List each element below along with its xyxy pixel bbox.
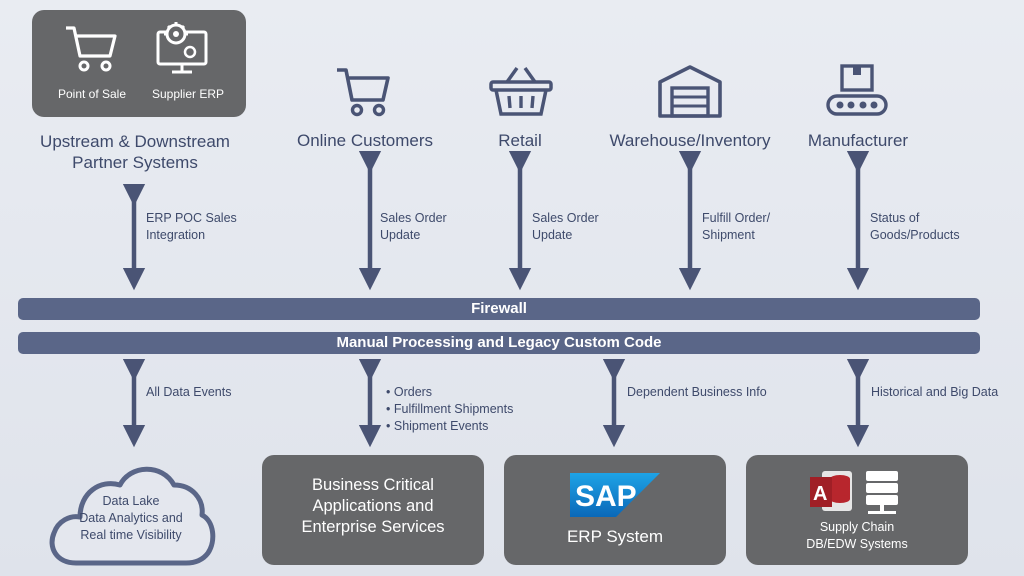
- sap-logo: SAP: [570, 473, 660, 517]
- point-of-sale-label: Point of Sale: [57, 87, 127, 101]
- edge-label-warehouse: Fulfill Order/ Shipment: [702, 211, 771, 242]
- cart-icon: [66, 26, 117, 72]
- edge-label-manufacturer: Status of Goods/Products: [870, 211, 960, 242]
- firewall-bar: Firewall: [18, 298, 980, 320]
- business-bullet-orders: Orders: [386, 384, 536, 401]
- basket-icon: [489, 66, 553, 116]
- retail-title: Retail: [498, 131, 542, 150]
- supply-chain-box: A Supply Chain DB/EDW Systems: [746, 455, 968, 565]
- datalake-label: Data Lake Data Analytics and Real time V…: [46, 493, 216, 544]
- online-customers-title: Online Customers: [296, 131, 434, 150]
- partner-systems-box: Point of Sale Supplier ERP: [32, 10, 246, 117]
- erp-system-label: ERP System: [566, 527, 664, 546]
- monitor-gear-icon: [156, 22, 208, 74]
- supply-chain-line-1: Supply Chain: [819, 520, 895, 534]
- conveyor-icon: [826, 64, 888, 116]
- supply-chain-label: Supply Chain DB/EDW Systems: [746, 519, 968, 553]
- business-bullet-shipment: Shipment Events: [386, 418, 536, 435]
- database-server-icon: [866, 471, 898, 514]
- sap-logo-text: SAP: [575, 480, 637, 513]
- supplier-erp-label: Supplier ERP: [151, 87, 225, 101]
- manufacturer-title: Manufacturer: [807, 131, 909, 150]
- warehouse-icon: [658, 65, 722, 118]
- upstream-partner-title: Upstream & Downstream Partner Systems: [40, 132, 230, 172]
- business-critical-label: Business Critical Applications and Enter…: [301, 476, 445, 536]
- supply-chain-line-2: DB/EDW Systems: [806, 537, 908, 551]
- access-db-icon: A: [810, 471, 852, 511]
- edge-label-datalake: All Data Events: [146, 385, 232, 399]
- business-critical-box: Business Critical Applications and Enter…: [262, 455, 484, 565]
- warehouse-title: Warehouse/Inventory: [609, 131, 771, 150]
- cart-icon: [337, 68, 390, 117]
- cloud-icon: [49, 466, 216, 566]
- business-bullet-fulfillment: Fulfillment Shipments: [386, 401, 536, 418]
- edge-label-retail: Sales Order Update: [532, 211, 599, 242]
- edge-label-business: Orders Fulfillment Shipments Shipment Ev…: [386, 384, 536, 435]
- edge-label-supply: Historical and Big Data: [871, 385, 999, 399]
- erp-system-box: SAP ERP System: [504, 455, 726, 565]
- edge-label-erp: Dependent Business Info: [627, 385, 767, 399]
- datalake-line-1: Data Lake: [102, 494, 160, 508]
- svg-text:A: A: [813, 483, 827, 505]
- datalake-line-2: Data Analytics and: [79, 511, 183, 525]
- edge-label-upstream: ERP POC Sales Integration: [146, 211, 237, 242]
- edge-label-online: Sales Order Update: [380, 211, 447, 242]
- manual-processing-bar: Manual Processing and Legacy Custom Code: [18, 332, 980, 354]
- datalake-line-3: Real time Visibility: [80, 528, 182, 542]
